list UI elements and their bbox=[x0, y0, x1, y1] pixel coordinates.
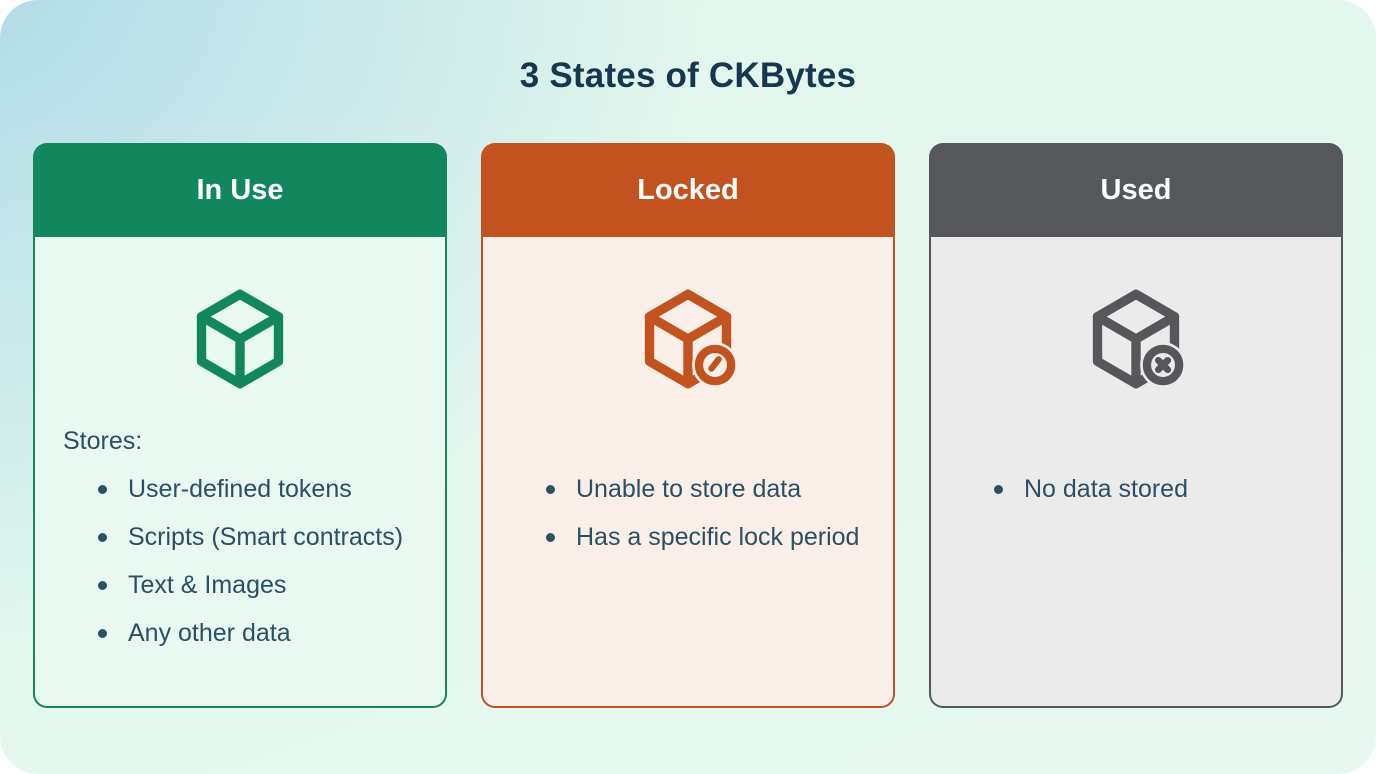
card-locked-body: Unable to store data Has a specific lock… bbox=[481, 237, 895, 708]
bullet-text: Text & Images bbox=[128, 570, 287, 599]
bullet-text: Any other data bbox=[128, 618, 291, 647]
list-item: Text & Images bbox=[63, 561, 417, 609]
bullet-list: User-defined tokens Scripts (Smart contr… bbox=[63, 465, 417, 657]
list-item: Any other data bbox=[63, 609, 417, 657]
cube-icon bbox=[63, 287, 417, 391]
card-in-use-body: Stores: User-defined tokens Scripts (Sma… bbox=[33, 237, 447, 708]
bullet-dot bbox=[98, 484, 107, 494]
list-item: Unable to store data bbox=[511, 465, 865, 513]
bullet-dot bbox=[546, 532, 555, 542]
card-used-body: No data stored bbox=[929, 237, 1343, 708]
bullet-list: Unable to store data Has a specific lock… bbox=[511, 465, 865, 561]
card-lead bbox=[959, 418, 1313, 465]
cards-row: In Use Stores: User-defined tokens Scrip… bbox=[0, 143, 1376, 708]
cube-clock-icon bbox=[511, 287, 865, 391]
card-locked: Locked Unable to store data Has a specif… bbox=[481, 143, 895, 708]
bullet-dot bbox=[98, 580, 107, 590]
list-item: User-defined tokens bbox=[63, 465, 417, 513]
list-item: No data stored bbox=[959, 465, 1313, 513]
bullet-text: Scripts (Smart contracts) bbox=[128, 522, 404, 551]
bullet-text: Has a specific lock period bbox=[576, 522, 860, 551]
card-used-header: Used bbox=[929, 143, 1343, 237]
card-lead: Stores: bbox=[63, 427, 143, 455]
card-locked-header: Locked bbox=[481, 143, 895, 237]
list-item: Scripts (Smart contracts) bbox=[63, 513, 417, 561]
card-in-use: In Use Stores: User-defined tokens Scrip… bbox=[33, 143, 447, 708]
list-item: Has a specific lock period bbox=[511, 513, 865, 561]
card-used: Used No data stored bbox=[929, 143, 1343, 708]
bullet-dot bbox=[546, 484, 555, 494]
cube-x-icon bbox=[959, 287, 1313, 391]
card-in-use-header: In Use bbox=[33, 143, 447, 237]
bullet-text: No data stored bbox=[1024, 474, 1188, 503]
bullet-text: User-defined tokens bbox=[128, 474, 352, 503]
card-lead bbox=[511, 418, 865, 465]
bullet-dot bbox=[994, 484, 1003, 494]
bullet-dot bbox=[98, 532, 107, 542]
bullet-dot bbox=[98, 628, 107, 638]
bullet-text: Unable to store data bbox=[576, 474, 802, 503]
page-title: 3 States of CKBytes bbox=[519, 56, 857, 95]
bullet-list: No data stored bbox=[959, 465, 1313, 513]
